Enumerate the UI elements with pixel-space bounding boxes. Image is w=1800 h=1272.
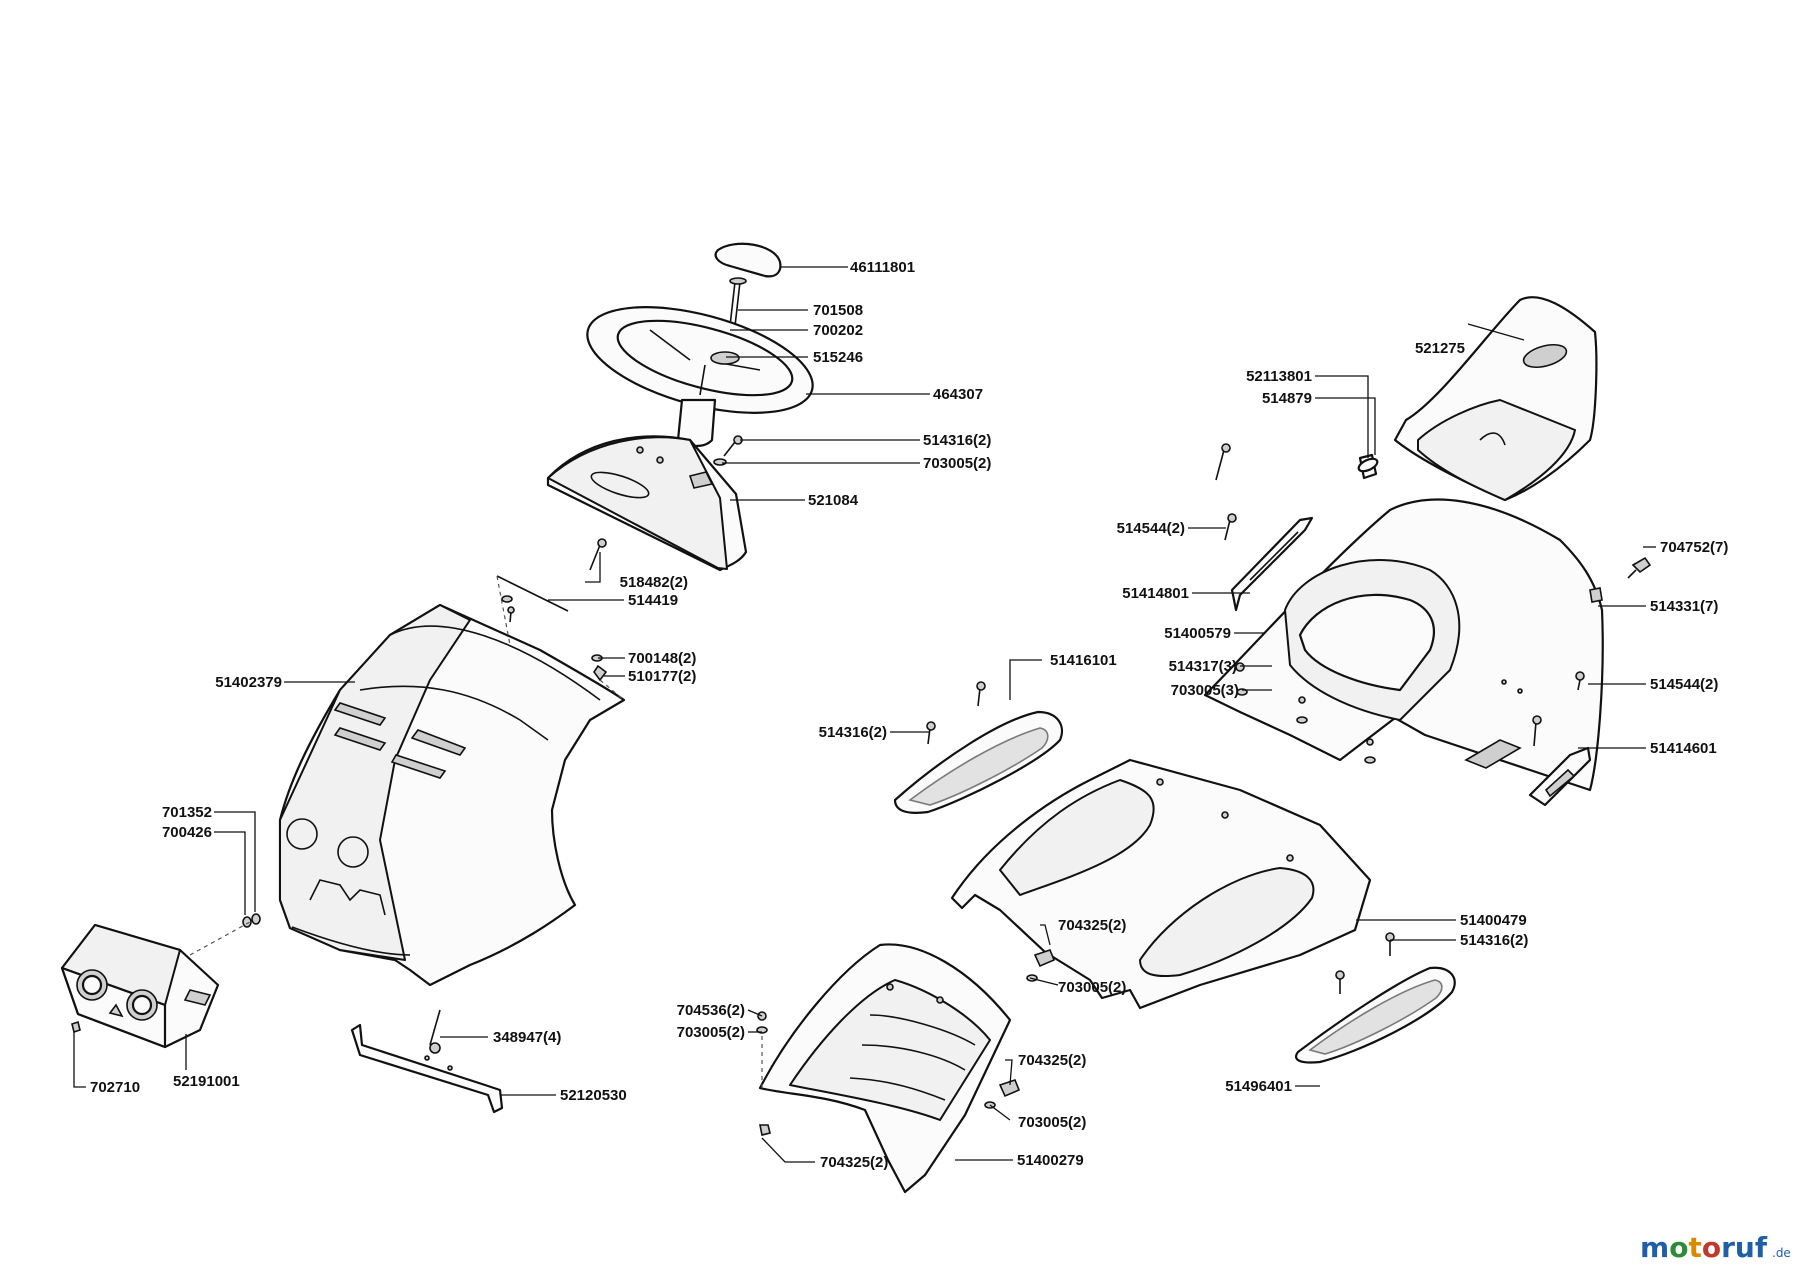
label-510177-2: 510177(2)	[628, 668, 696, 685]
fender-side-bracket	[1215, 443, 1314, 612]
label-704536-2: 704536(2)	[677, 1002, 745, 1019]
label-700202: 700202	[813, 322, 863, 339]
label-51400279: 51400279	[1017, 1152, 1084, 1169]
dash-panel	[546, 435, 748, 572]
label-514316-2-c: 514316(2)	[1460, 932, 1528, 949]
label-518482-2: 518482(2)	[620, 574, 688, 591]
headlight-unit	[60, 923, 220, 1049]
steering-wheel	[586, 306, 814, 448]
label-704325-2-c: 704325(2)	[820, 1154, 888, 1171]
label-52113801: 52113801	[1246, 368, 1312, 385]
label-51402379: 51402379	[215, 674, 282, 691]
logo-letter-m: m	[1640, 1231, 1669, 1264]
leader-lines	[73, 266, 1656, 1163]
label-701508: 701508	[813, 302, 863, 319]
footplate	[950, 758, 1372, 1010]
label-514331-7: 514331(7)	[1650, 598, 1718, 615]
label-52191001: 52191001	[173, 1073, 240, 1090]
label-51400479: 51400479	[1460, 912, 1527, 929]
front-panel	[758, 943, 1012, 1194]
fender-side-bracket-right	[1528, 715, 1592, 807]
logo-domain: .de	[1772, 1246, 1791, 1260]
logo-letter-t: t	[1688, 1231, 1701, 1264]
front-panel-fasteners	[756, 949, 1056, 1136]
label-52120530: 52120530	[560, 1087, 627, 1104]
footrest-right	[1295, 932, 1456, 1064]
logo-letter-o2: o	[1702, 1231, 1721, 1264]
label-51414601: 51414601	[1650, 740, 1717, 757]
label-46111801: 46111801	[850, 259, 915, 276]
label-51416101: 51416101	[1050, 652, 1117, 669]
label-521084: 521084	[808, 492, 859, 509]
hood	[278, 603, 626, 987]
label-702710: 702710	[90, 1079, 140, 1096]
part-labels: 46111801 701508 700202 515246 464307 514…	[90, 259, 1728, 1171]
label-514544-2-a: 514544(2)	[1117, 520, 1185, 537]
label-703005-2-d: 703005(2)	[1018, 1114, 1086, 1131]
label-514879: 514879	[1262, 390, 1312, 407]
label-51414801: 51414801	[1122, 585, 1189, 602]
label-515246: 515246	[813, 349, 863, 366]
headlight-screw-nut	[71, 913, 261, 1034]
label-700148-2: 700148(2)	[628, 650, 696, 667]
label-521275: 521275	[1415, 340, 1465, 357]
label-514544-2-b: 514544(2)	[1650, 676, 1718, 693]
logo-letter-o: o	[1669, 1231, 1688, 1264]
logo-letter-u: u	[1735, 1231, 1755, 1264]
label-704325-2-a: 704325(2)	[1058, 917, 1126, 934]
logo-letter-f: f	[1755, 1231, 1768, 1264]
label-701352: 701352	[162, 804, 212, 821]
label-700426: 700426	[162, 824, 212, 841]
steering-cap	[714, 242, 782, 278]
label-704325-2-b: 704325(2)	[1018, 1052, 1086, 1069]
seat	[1393, 296, 1598, 502]
label-514317-3: 514317(3)	[1169, 658, 1237, 675]
fender	[1203, 498, 1604, 792]
seat-plug	[1357, 457, 1379, 473]
hood-hinge-rod	[496, 575, 569, 646]
label-51496401: 51496401	[1225, 1078, 1292, 1095]
logo-letter-r: r	[1721, 1231, 1735, 1264]
label-703005-3: 703005(3)	[1171, 682, 1239, 699]
label-464307: 464307	[933, 386, 983, 403]
label-703005-2-a: 703005(2)	[923, 455, 991, 472]
label-704752-7: 704752(7)	[1660, 539, 1728, 556]
svg-text:motoruf: motoruf	[1640, 1231, 1768, 1264]
label-514419: 514419	[628, 592, 678, 609]
label-348947-4: 348947(4)	[493, 1029, 561, 1046]
label-514316-2-a: 514316(2)	[923, 432, 991, 449]
mount-bracket	[350, 1009, 504, 1114]
label-703005-2-c: 703005(2)	[677, 1024, 745, 1041]
label-703005-2-b: 703005(2)	[1058, 979, 1126, 996]
label-51400579: 51400579	[1164, 625, 1231, 642]
motoruf-logo: motoruf .de	[1640, 1231, 1791, 1264]
footrest-left	[893, 681, 1064, 814]
steering-bolt	[729, 277, 747, 327]
dash-screws	[589, 435, 743, 571]
label-514316-2-b: 514316(2)	[819, 724, 887, 741]
